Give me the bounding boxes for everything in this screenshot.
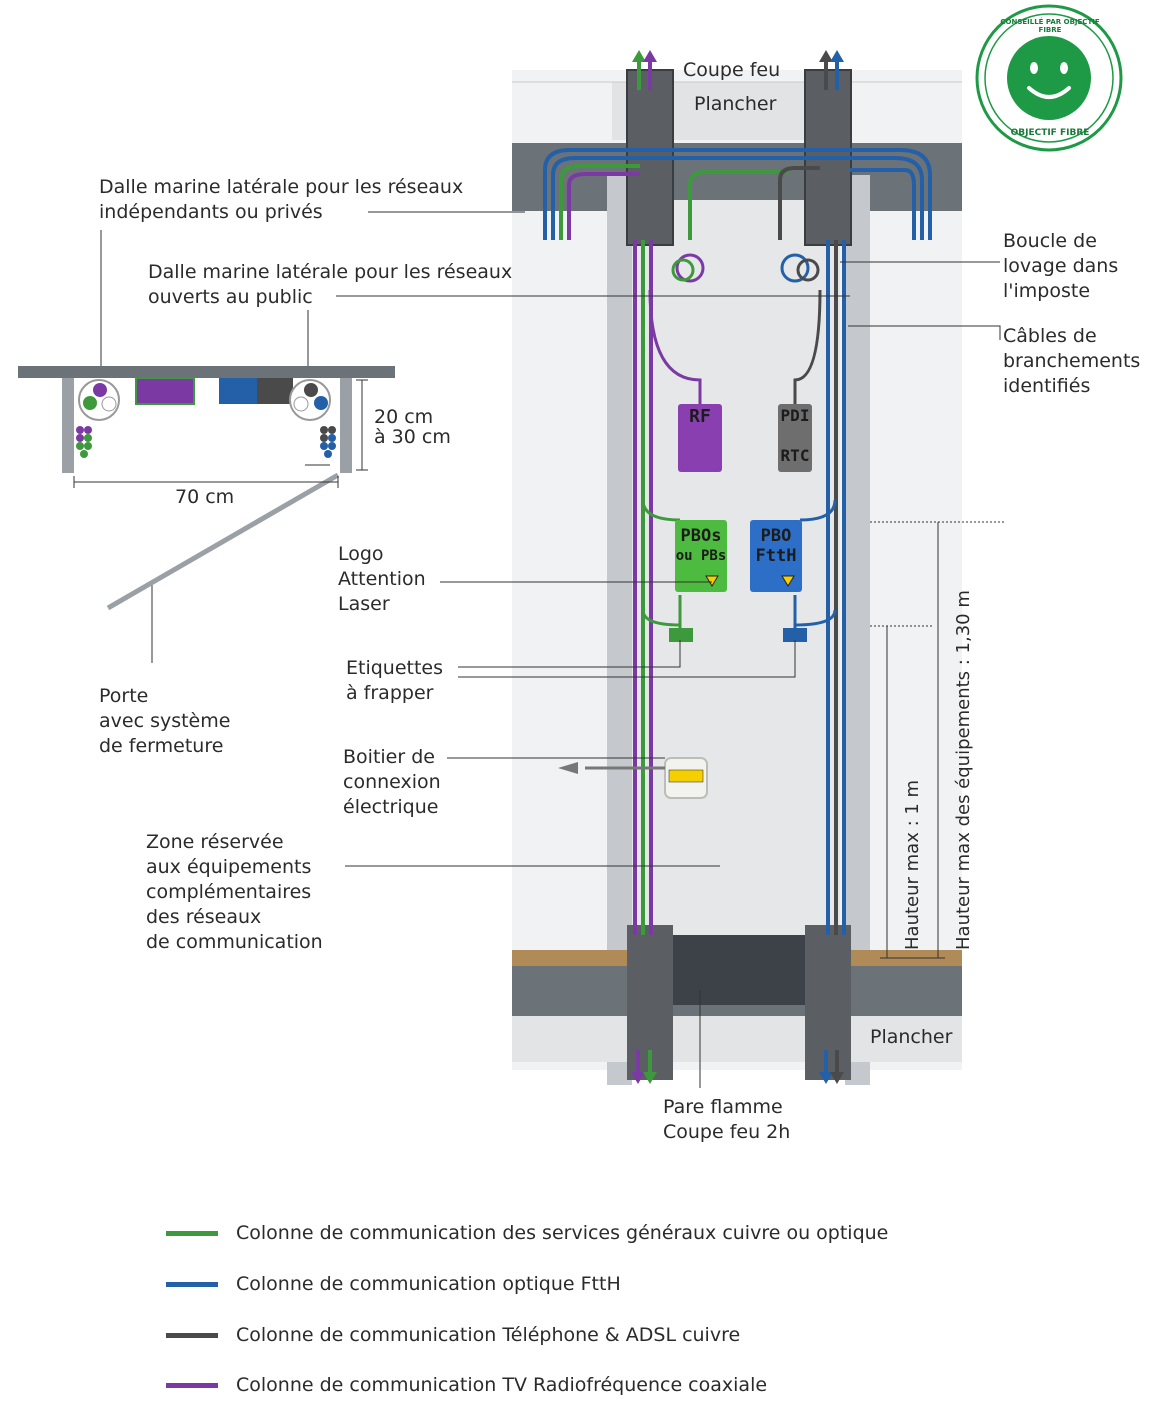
dalle-prives-label: Dalle marine latérale pour les réseaux i… [99, 176, 464, 223]
legend-swatch-blue [166, 1281, 218, 1287]
laser-warning-icon-right [781, 575, 795, 587]
laser-warning-icon-left [705, 575, 719, 587]
legend-swatch-purple [166, 1382, 218, 1388]
lower-slab-bottom [512, 1016, 962, 1062]
smiley-icon [1007, 36, 1091, 120]
legend-text-purple: Colonne de communication TV Radiofréquen… [236, 1374, 768, 1396]
rtc-box-label: RTC [780, 446, 810, 465]
arrow-top-purple [643, 50, 657, 90]
arrow-top-green [632, 50, 646, 90]
rf-box [678, 404, 722, 472]
pare-flamme-label: Pare flamme Coupe feu 2h [663, 1096, 791, 1143]
legend-swatch-green [166, 1230, 218, 1236]
plug-arrow-icon [558, 762, 578, 774]
pdi-box-label: PDI [780, 406, 810, 425]
top-cable-bundle [543, 148, 932, 240]
pbo-box-label-2: FttH [755, 546, 797, 566]
depth-dimension-label: 20 cm à 30 cm [374, 406, 451, 448]
legend-item-gray: Colonne de communication Téléphone & ADS… [166, 1320, 740, 1350]
pbos-box-label-2: ou PBs [675, 548, 727, 564]
coil-loops [671, 253, 820, 283]
leader-lines [100, 211, 1001, 1088]
plancher-top-label: Plancher [694, 93, 777, 115]
vertical-cables-left [633, 240, 653, 935]
coupe-feu-label: Coupe feu [683, 59, 781, 81]
arrow-top-gray [819, 50, 833, 90]
height-dimensions [870, 521, 1005, 959]
legend-swatch-gray [166, 1332, 218, 1338]
legend-item-purple: Colonne de communication TV Radiofréquen… [166, 1370, 767, 1400]
pbo-ftth-box [750, 520, 802, 592]
upper-floor-slab [512, 143, 962, 211]
plancher-bottom-label: Plancher [870, 1026, 953, 1048]
arrow-top-blue [830, 50, 844, 90]
legend-item-green: Colonne de communication des services gé… [166, 1218, 888, 1248]
rf-box-label: RF [689, 406, 711, 427]
etiquettes-label: Etiquettes à frapper [346, 657, 444, 704]
arrow-bottom-blue [819, 1050, 833, 1084]
pare-flamme-block [660, 935, 810, 1005]
boitier-label: Boitier de connexion électrique [343, 746, 441, 818]
cables-label: Câbles de branchements identifiés [1003, 325, 1141, 397]
legend-item-blue: Colonne de communication optique FttH [166, 1269, 621, 1299]
back-board [632, 200, 840, 940]
objectif-fibre-badge [975, 4, 1123, 152]
section-left-side [62, 378, 74, 473]
legend-text-blue: Colonne de communication optique FttH [236, 1273, 621, 1295]
pdi-rtc-box [778, 404, 812, 472]
badge-bottom-text: OBJECTIF FIBRE [1010, 128, 1090, 138]
legend-text-gray: Colonne de communication Téléphone & ADS… [236, 1324, 741, 1346]
etiquette-blue [783, 628, 807, 642]
porte-label: Porte avec système de fermeture [99, 685, 231, 757]
dalle-public-label: Dalle marine latérale pour les réseaux o… [148, 261, 513, 308]
section-right-side [340, 378, 352, 473]
top-view-section [18, 366, 395, 611]
box-branch-cables [641, 289, 837, 630]
vertical-cables-right [826, 240, 846, 935]
pbo-box-label-1: PBO [760, 526, 792, 546]
door-open [106, 472, 340, 611]
legend-text-green: Colonne de communication des services gé… [236, 1222, 889, 1244]
section-wall [18, 366, 395, 378]
width-dimension-label: 70 cm [175, 486, 235, 508]
etiquette-green [669, 628, 693, 642]
pbos-box [675, 520, 727, 592]
logo-laser-label: Logo Attention Laser [338, 543, 426, 615]
pbos-box-label-1: PBOs [680, 526, 722, 546]
hauteur-equipements-label: Hauteur max des équipements : 1,30 m [953, 590, 974, 950]
electrical-warning-label [668, 769, 704, 783]
arrow-bottom-green [643, 1050, 657, 1084]
zone-label: Zone réservée aux équipements complément… [146, 831, 323, 953]
badge-top-text: CONSEILLÉ PAR OBJECTIF FIBRE [1000, 18, 1100, 34]
boucle-label: Boucle de lovage dans l'imposte [1003, 230, 1119, 302]
arrow-bottom-gray [830, 1050, 844, 1084]
hauteur-max-label: Hauteur max : 1 m [902, 779, 923, 950]
arrow-bottom-purple [631, 1050, 645, 1084]
